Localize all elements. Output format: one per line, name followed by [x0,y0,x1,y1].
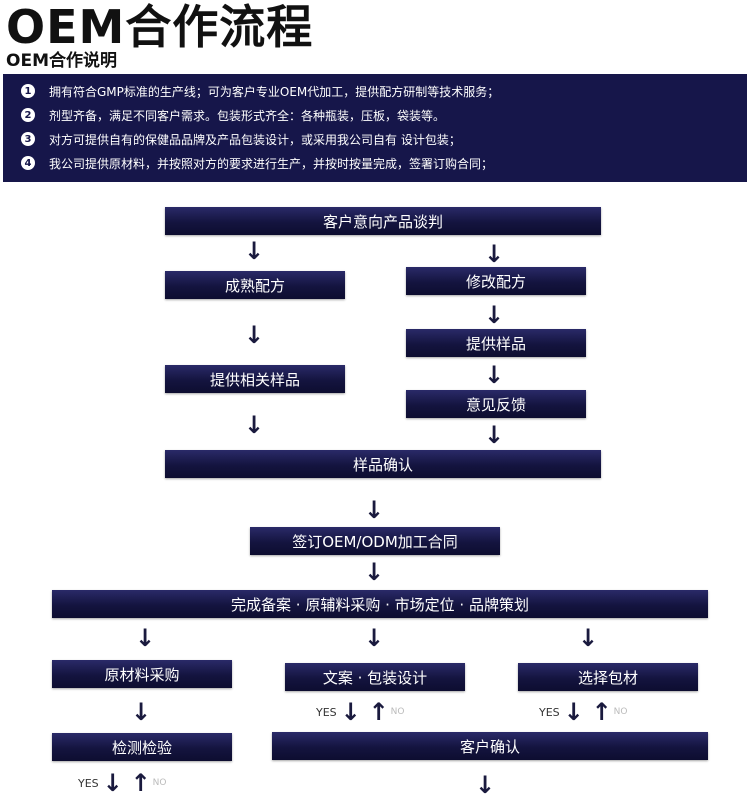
down-arrow-icon: ↓ [483,301,505,329]
down-arrow-icon: ↓ [483,421,505,449]
no-label: NO [390,707,405,717]
down-arrow-icon: ↓ [243,237,265,265]
down-arrow-icon: ↓ [243,321,265,349]
down-arrow-icon: ↓ [102,769,123,797]
down-arrow-icon: ↓ [483,361,505,389]
feedback-loop: YES ↓ ↑ NO [78,769,167,797]
number-badge: 2 [21,108,35,122]
number-badge: 3 [21,132,35,146]
down-arrow-icon: ↓ [483,240,505,268]
description-item: 1 拥有符合GMP标准的生产线；可为客户专业OEM代加工，提供配方研制等技术服务… [21,81,499,101]
step-mature-formula: 成熟配方 [165,271,345,299]
description-text: 对方可提供自有的保健品品牌及产品包装设计，或采用我公司自有 设计包装； [49,132,461,147]
step-inspection: 检测检验 [52,733,232,761]
step-customer-confirm: 客户确认 [272,732,708,760]
no-label: NO [152,778,167,788]
down-arrow-icon: ↓ [363,558,385,586]
step-provide-samples: 提供样品 [406,329,586,357]
description-panel: 1 拥有符合GMP标准的生产线；可为客户专业OEM代加工，提供配方研制等技术服务… [3,74,747,182]
description-item: 2 剂型齐备，满足不同客户需求。包装形式齐全：各种瓶装，压板，袋装等。 [21,105,445,125]
up-arrow-icon: ↑ [130,769,151,797]
down-arrow-icon: ↓ [243,411,265,439]
step-sign-contract: 签订OEM/ODM加工合同 [250,527,500,555]
feedback-loop: YES ↓ ↑ NO [539,698,628,726]
down-arrow-icon: ↓ [134,624,156,652]
down-arrow-icon: ↓ [130,698,152,726]
description-text: 拥有符合GMP标准的生产线；可为客户专业OEM代加工，提供配方研制等技术服务； [49,84,500,99]
step-provide-related-samples: 提供相关样品 [165,365,345,393]
page-title: OEM合作流程 [6,0,314,54]
description-text: 我公司提供原材料，并按照对方的要求进行生产，并按时按量完成，签署订购合同； [49,156,494,171]
step-feedback: 意见反馈 [406,390,586,418]
down-arrow-icon: ↓ [340,698,361,726]
up-arrow-icon: ↑ [591,698,612,726]
step-choose-packaging: 选择包材 [518,663,698,691]
step-sample-confirm: 样品确认 [165,450,601,478]
yes-label: YES [316,705,337,719]
step-complete-filing: 完成备案 · 原辅料采购 · 市场定位 · 品牌策划 [52,590,708,618]
yes-label: YES [539,705,560,719]
step-modify-formula: 修改配方 [406,267,586,295]
step-copy-design: 文案 · 包装设计 [285,663,465,691]
page-subtitle: OEM合作说明 [6,51,117,71]
number-badge: 1 [21,84,35,98]
step-raw-purchase: 原材料采购 [52,660,232,688]
feedback-loop: YES ↓ ↑ NO [316,698,405,726]
number-badge: 4 [21,156,35,170]
no-label: NO [613,707,628,717]
description-item: 3 对方可提供自有的保健品品牌及产品包装设计，或采用我公司自有 设计包装； [21,129,461,149]
down-arrow-icon: ↓ [577,624,599,652]
description-item: 4 我公司提供原材料，并按照对方的要求进行生产，并按时按量完成，签署订购合同； [21,153,493,173]
down-arrow-icon: ↓ [474,771,496,799]
down-arrow-icon: ↓ [363,496,385,524]
up-arrow-icon: ↑ [368,698,389,726]
step-negotiate: 客户意向产品谈判 [165,207,601,235]
down-arrow-icon: ↓ [563,698,584,726]
description-text: 剂型齐备，满足不同客户需求。包装形式齐全：各种瓶装，压板，袋装等。 [49,108,446,123]
yes-label: YES [78,776,99,790]
down-arrow-icon: ↓ [363,624,385,652]
